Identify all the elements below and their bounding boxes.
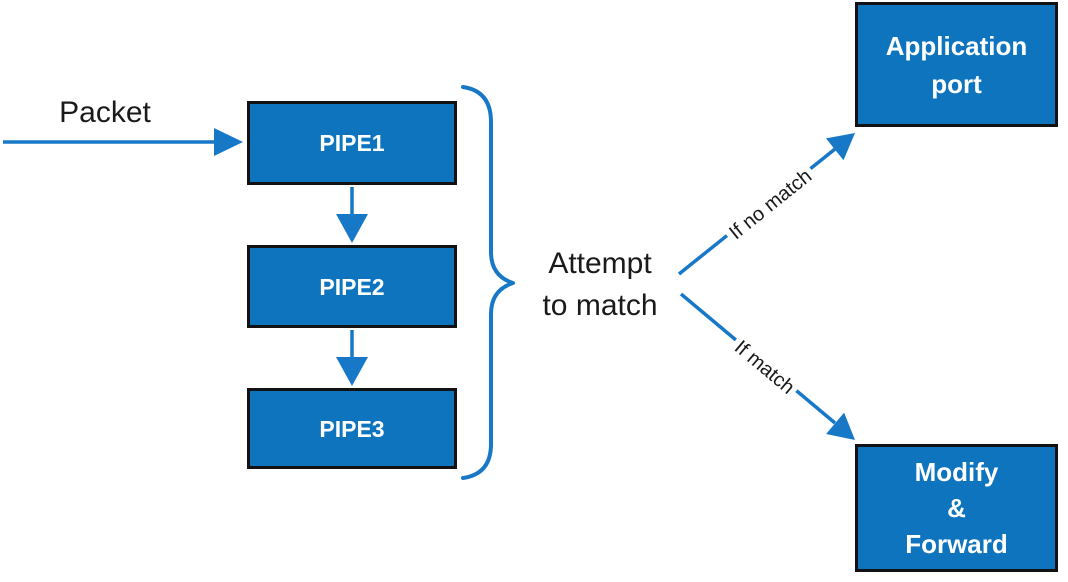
packet-arrow [3,128,243,156]
pipe3-box: PIPE3 [247,388,457,469]
application-port-box: Application port [855,2,1058,127]
packet-label: Packet [59,96,151,129]
modify-forward-box: Modify & Forward [855,444,1058,572]
pipe3-label: PIPE3 [319,415,385,442]
application-port-line1: Application [885,30,1028,61]
modify-forward-line3: Forward [905,529,1008,559]
if-no-match-label: If no match [722,162,820,248]
grouping-brace [461,85,515,480]
pipe1-label: PIPE1 [319,130,385,156]
pipe2-to-pipe3-arrow [336,330,368,386]
modify-forward-line2: & [947,493,966,523]
application-port-line2: port [931,68,982,99]
pipe1-to-pipe2-arrow [336,187,368,243]
pipe1-box: PIPE1 [247,101,457,185]
attempt-to-match-label: Attempt to match [542,247,658,322]
modify-forward-line1: Modify [914,457,999,487]
if-match-label: If match [726,333,802,403]
pipe2-label: PIPE2 [319,273,385,300]
pipe2-box: PIPE2 [247,245,457,328]
